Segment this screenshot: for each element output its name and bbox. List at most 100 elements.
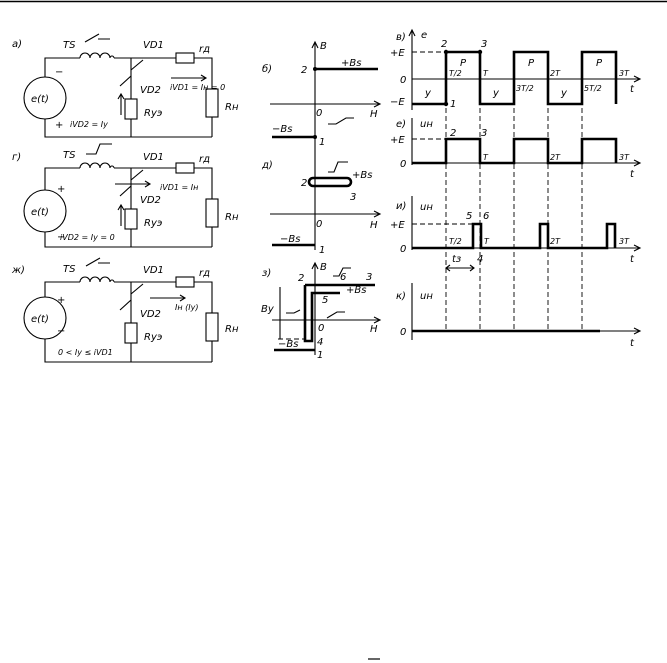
region-y: у (424, 88, 432, 99)
core-symbol (86, 143, 112, 155)
axis-h-label: H (370, 220, 378, 231)
origin-label: 0 (316, 108, 322, 119)
annotation-a-iload: iVD1 = Iн = 0 (170, 83, 225, 92)
region-p: Р (596, 58, 603, 69)
zero-label: 0 (400, 327, 406, 338)
tick-label: 3T (619, 153, 630, 162)
vd2-label: VD2 (140, 85, 161, 96)
vd1-label: VD1 (143, 265, 164, 276)
rd-resistor (175, 52, 195, 64)
b-axis-arrow (311, 40, 319, 49)
point-2-label: 2 (441, 39, 447, 50)
rd-label: rд (199, 44, 210, 55)
tick-label: T (484, 237, 490, 246)
current-arrow-load (171, 74, 208, 82)
region-y: у (492, 88, 500, 99)
switch-symbol (328, 117, 354, 125)
tick-label: 2T (550, 69, 561, 78)
point-3-label: 3 (481, 128, 487, 139)
t-axis-label: t (630, 169, 635, 180)
loop-b: б) B H 0 2 1 +Bs −Bs (262, 40, 382, 150)
panel-label-g: г) (12, 152, 21, 163)
annotation-zh-cond: 0 < Iу ≤ iVD1 (58, 348, 113, 357)
timing-e: е) uн t +E 0 2 3 T 2T 3T (390, 118, 642, 180)
vd2-switch-icon (119, 59, 144, 87)
point-6-label: 6 (340, 272, 346, 283)
bs-pos-label: +Bs (341, 58, 361, 69)
point-5-label: 5 (466, 211, 472, 222)
by-label: Bу (261, 304, 275, 315)
plus-e-label: +E (390, 135, 405, 146)
tick-label: T/2 (449, 237, 462, 246)
source-minus: − (57, 326, 65, 337)
rd-resistor (175, 162, 195, 174)
panel-label-k: к) (396, 291, 406, 302)
origin-label: 0 (318, 323, 324, 334)
core-symbol (85, 257, 110, 267)
point-1-label: 1 (317, 350, 323, 361)
t-axis-arrow (633, 75, 642, 83)
point-4-label: 4 (477, 254, 483, 265)
panel-label-a: а) (12, 39, 22, 50)
circuit-g: г) e(t) + − TS VD1 rд VD2 Rуэ Rн iVD1 = … (12, 143, 239, 248)
un-pulse-waveform (412, 222, 617, 250)
current-arrow-load (115, 180, 152, 188)
tick-label: 2T (550, 237, 561, 246)
region-p: Р (528, 58, 535, 69)
rn-resistor (205, 312, 219, 342)
timing-i: и) uн t +E 0 5 6 4 T/2 T 2T 3T tз (390, 196, 642, 272)
point-3-label: 3 (366, 272, 372, 283)
tick-label: T (483, 69, 489, 78)
current-arrow-vd2 (117, 92, 125, 115)
point-2-label: 2 (301, 65, 307, 76)
point-2-label: 2 (450, 128, 456, 139)
panel-label-z: з) (262, 268, 271, 279)
time-markers (445, 52, 583, 331)
annotation-a-ivd2: iVD2 = Iу (70, 120, 108, 129)
timing-k: к) uн t 0 (396, 283, 642, 349)
point-2-label: 2 (298, 273, 304, 284)
t-axis-label: t (630, 338, 635, 349)
un-axis-label: uн (420, 119, 433, 130)
source-minus: − (55, 67, 63, 78)
bs-pos-label: +Bs (352, 170, 372, 181)
axis-b-label: B (320, 41, 327, 52)
ruz-resistor (124, 98, 138, 120)
annotation-zh-iload: Iн (Iу) (175, 303, 198, 312)
vd2-label: VD2 (140, 309, 161, 320)
point-1-label: 1 (319, 137, 325, 148)
minus-e-label: −E (390, 97, 405, 108)
source-label: e(t) (31, 94, 49, 105)
axis-h-label: H (370, 109, 378, 120)
timing-v: в) e t +E 0 −E 2 3 1 Р Р Р у у у T/2 T 3… (390, 28, 642, 110)
panel-label-d: д) (261, 160, 273, 171)
tz-dimension (445, 264, 475, 272)
annotation-g-ivd2: iVD2 = Iу = 0 (60, 233, 115, 242)
axis-b-label: B (320, 262, 327, 273)
tick-label: T/2 (449, 69, 462, 78)
source-circle (23, 296, 67, 340)
zero-label: 0 (400, 244, 406, 255)
rn-label: Rн (225, 102, 239, 113)
tick-label: 5T/2 (584, 84, 602, 93)
vd1-label: VD1 (143, 152, 164, 163)
ruz-resistor (124, 208, 138, 230)
source-circle (23, 189, 67, 233)
tick-label: 3T (619, 69, 630, 78)
h-axis-arrow (373, 316, 382, 324)
switch-symbol (326, 311, 345, 319)
bs-neg-label: −Bs (278, 339, 298, 350)
coil-icon (79, 162, 115, 169)
source-plus: + (57, 184, 65, 195)
switch-symbol (333, 267, 351, 277)
point-3-label: 3 (350, 192, 356, 203)
un-axis-label: uн (420, 202, 433, 213)
ruz-resistor (124, 322, 138, 344)
region-y: у (560, 88, 568, 99)
panel-label-zh: ж) (11, 265, 25, 276)
point-5-label: 5 (322, 295, 328, 306)
source-label: e(t) (31, 207, 49, 218)
rn-resistor (205, 88, 219, 118)
bs-neg-label: −Bs (280, 234, 300, 245)
point-4-label: 4 (317, 337, 323, 348)
